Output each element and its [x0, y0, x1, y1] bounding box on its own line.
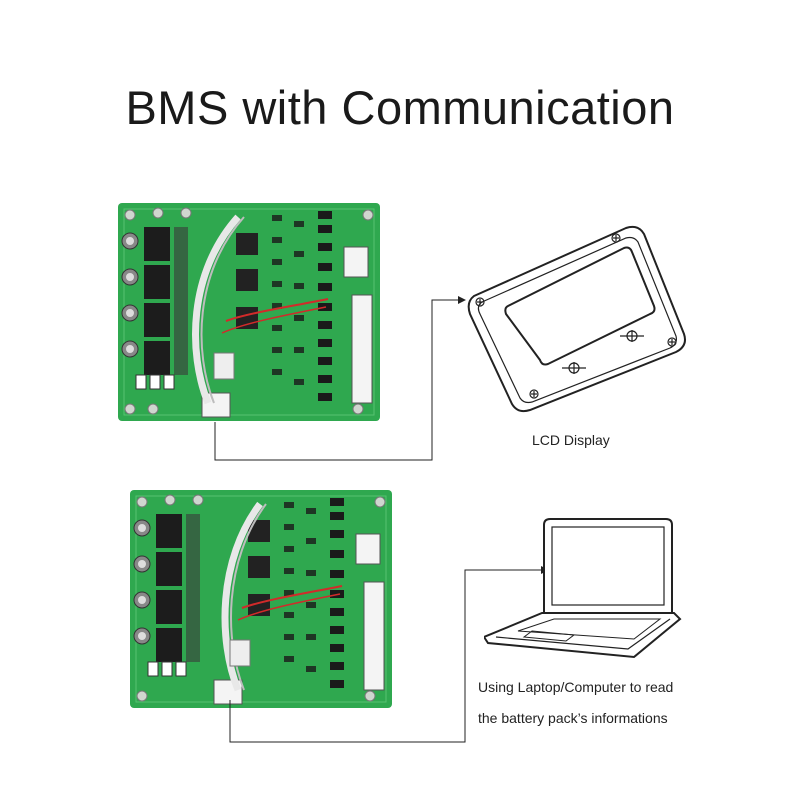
lcd-display-label: LCD Display — [532, 432, 610, 448]
bms-board-bottom — [130, 490, 392, 708]
laptop-connection-line — [229, 569, 543, 743]
lcd-connection-line — [214, 299, 460, 461]
page-title: BMS with Communication — [125, 81, 675, 134]
laptop-label-line1: Using Laptop/Computer to read — [478, 679, 674, 695]
lcd-display-icon — [467, 225, 686, 413]
laptop-icon — [484, 518, 682, 659]
laptop-label-line2: the battery pack’s informations — [478, 710, 668, 726]
lcd-arrowhead — [458, 296, 466, 304]
bms-board-top — [118, 203, 380, 421]
